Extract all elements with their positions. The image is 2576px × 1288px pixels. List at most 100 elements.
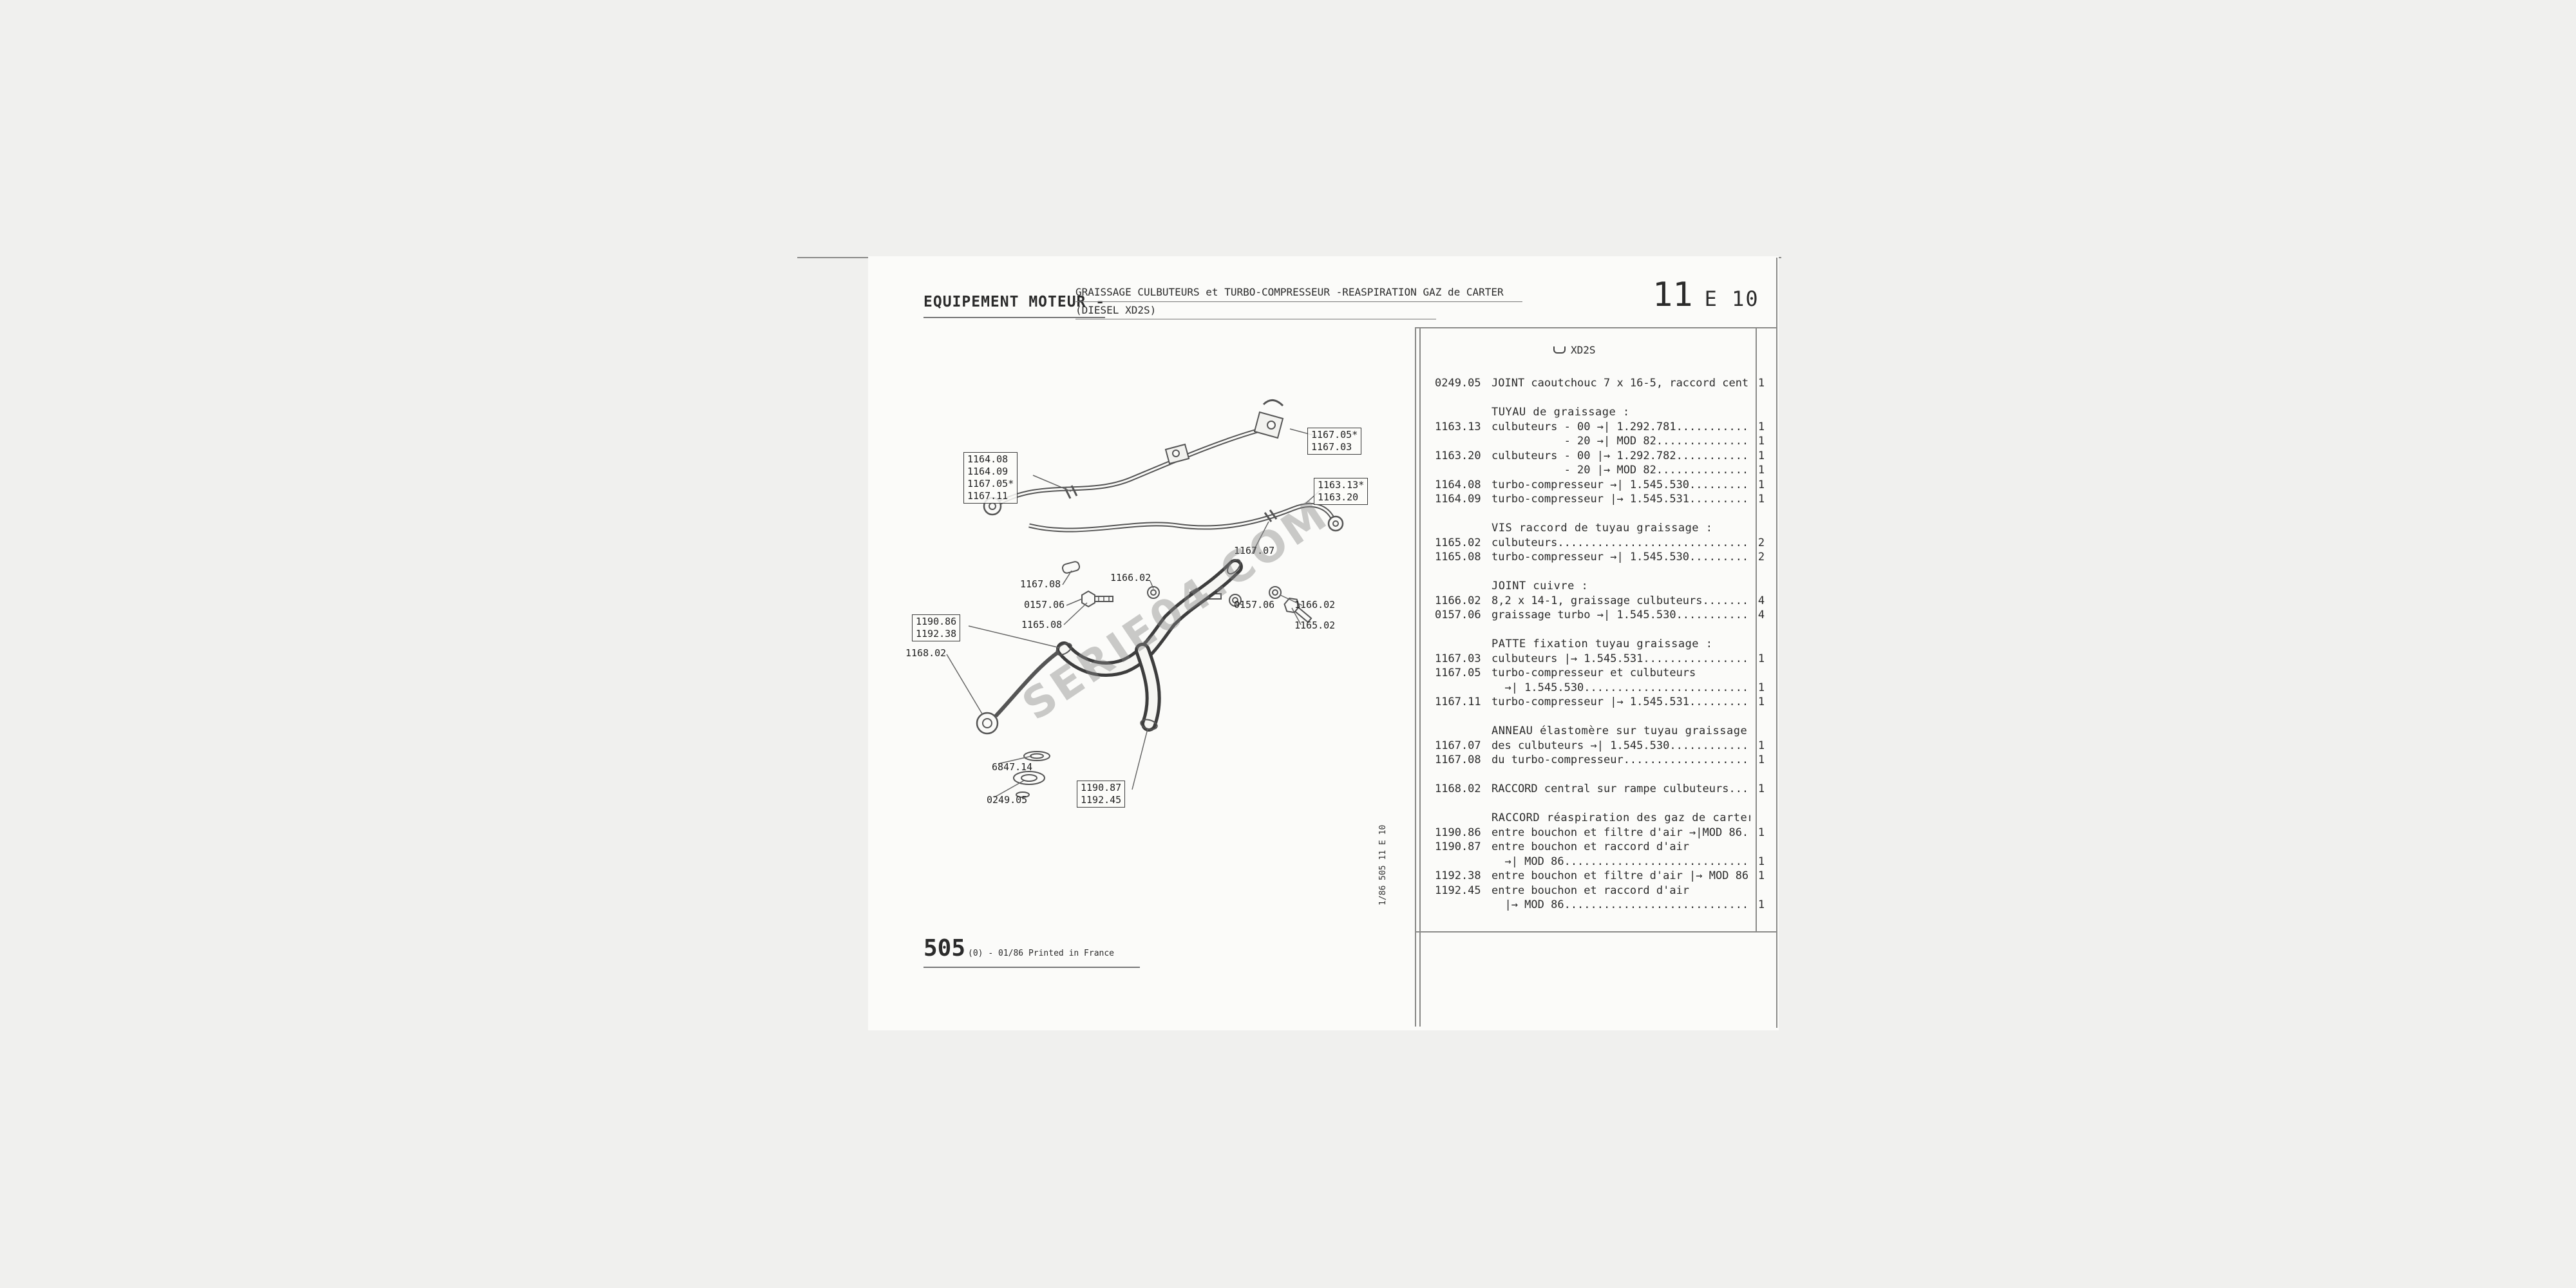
table-row: 1163.20 culbuteurs - 00 |→ 1.292.782....… [1435,449,1772,464]
part-callout-lines: 1167.07 [1234,545,1275,556]
page-code: E 10 [1704,287,1759,311]
part-callout: 1167.08 [1020,578,1061,591]
diagram-artwork [946,399,1344,798]
part-callout: 6847.14 [992,761,1032,773]
divider-bar-right [1419,327,1421,1027]
part-description [1492,565,1750,580]
part-reference: 1192.38 [1435,869,1481,882]
part-quantity: 1 [1757,420,1765,433]
part-reference: 1163.13 [1435,420,1481,433]
model-label: XD2S [1571,344,1596,356]
part-quantity [1750,666,1772,681]
table-row: 0157.06 graissage turbo →| 1.545.530....… [1435,608,1772,623]
part-description: turbo-compresseur →| 1.545.530..........… [1492,551,1750,564]
table-row: →| 1.545.530............................… [1435,681,1772,696]
part-reference [1435,521,1492,536]
part-callout: 1163.13*1163.20 [1314,478,1368,505]
part-quantity: 1 [1757,478,1765,491]
part-callout: 1166.02 [1294,599,1335,611]
table-row [1435,623,1772,638]
part-quantity: 1 [1757,652,1765,665]
part-description [1492,710,1750,724]
table-row [1435,507,1772,522]
part-reference [1435,710,1492,724]
part-reference [1435,434,1492,449]
table-row: 1190.86 entre bouchon et filtre d'air →|… [1435,826,1772,840]
part-quantity: 1 [1757,681,1765,694]
part-quantity [1750,565,1772,580]
table-row: - 20 →| MOD 82..........................… [1435,434,1772,449]
part-reference: 0249.05 [1435,377,1481,390]
part-reference [1435,811,1492,826]
part-description: →| 1.545.530............................… [1504,681,1750,694]
part-description: culbuteurs..............................… [1492,536,1750,549]
print-note: (0) - 01/86 Printed in France [968,949,1115,958]
part-quantity: 1 [1757,449,1765,462]
table-row: 1166.02 8,2 x 14-1, graissage culbuteurs… [1435,594,1772,609]
part-callout-lines: 1166.02 [1294,599,1336,611]
part-reference [1435,463,1492,478]
part-quantity: 1 [1757,826,1765,839]
part-callout: 1168.02 [905,647,946,659]
part-description: entre bouchon et raccord d'air [1492,840,1690,853]
table-row [1435,710,1772,724]
part-quantity [1750,405,1772,420]
table-row: RACCORD réaspiration des gaz de carter : [1435,811,1772,826]
table-row [1435,768,1772,782]
part-reference: 1167.11 [1435,696,1481,708]
table-row [1435,797,1772,811]
part-quantity: 1 [1757,493,1765,506]
part-reference: 0157.06 [1435,609,1481,621]
part-quantity: 1 [1757,869,1765,882]
table-row: ANNEAU élastomère sur tuyau graissage : [1435,724,1772,739]
part-reference [1435,565,1492,580]
part-callout-lines: 1167.05*1167.03 [1311,429,1358,453]
table-row: 0249.05 JOINT caoutchouc 7 x 16-5, racco… [1435,376,1772,391]
part-description: entre bouchon et filtre d'air →|MOD 86..… [1492,826,1750,839]
part-description [1492,623,1750,638]
table-row: JOINT cuivre : [1435,579,1772,594]
part-quantity: 2 [1757,551,1765,564]
part-callout: 1167.05*1167.03 [1307,428,1362,455]
part-reference: 1166.02 [1435,594,1481,607]
part-reference [1435,405,1492,420]
part-quantity: 1 [1757,696,1765,708]
part-reference: 1167.03 [1435,652,1481,665]
table-row: 1165.08 turbo-compresseur →| 1.545.530..… [1435,550,1772,565]
parts-table: XD2S 0249.05 JOINT caoutchouc 7 x 16-5, … [1430,328,1776,1030]
table-row: 1167.11 turbo-compresseur |→ 1.545.531..… [1435,695,1772,710]
section-title: EQUIPEMENT MOTEUR - [923,294,1106,318]
part-description [1492,797,1750,811]
table-row: 1167.03 culbuteurs |→ 1.545.531.........… [1435,652,1772,667]
table-row: TUYAU de graissage : [1435,405,1772,420]
part-quantity [1750,768,1772,782]
page-title-line2: (DIESEL XD2S) [1075,302,1436,319]
right-edge-rule [1776,258,1777,1028]
part-quantity [1750,724,1772,739]
part-description: culbuteurs - 00 →| 1.292.781............… [1492,420,1750,433]
table-row: 1167.05 turbo-compresseur et culbuteurs [1435,666,1772,681]
part-reference [1435,724,1492,739]
part-description: RACCORD réaspiration des gaz de carter : [1492,811,1750,824]
part-quantity [1750,579,1772,594]
part-callout-lines: 1165.02 [1294,620,1336,631]
page-number-value: 11 [1653,276,1693,314]
part-quantity: 2 [1757,536,1765,549]
part-quantity: 1 [1757,753,1765,766]
table-row [1435,391,1772,406]
part-description: turbo-compresseur |→ 1.545.531..........… [1492,493,1750,506]
table-row: VIS raccord de tuyau graissage : [1435,521,1772,536]
part-callout: 1165.02 [1294,620,1335,632]
table-row: 1164.08 turbo-compresseur →| 1.545.530..… [1435,478,1772,493]
part-description [1492,391,1750,406]
parts-table-rows: 0249.05 JOINT caoutchouc 7 x 16-5, racco… [1435,376,1772,913]
part-reference: 1190.87 [1435,840,1481,853]
part-quantity: 1 [1757,898,1765,911]
part-description: entre bouchon et raccord d'air [1492,884,1690,897]
qty-column-rule [1756,327,1757,933]
part-description: RACCORD central sur rampe culbuteurs....… [1492,782,1750,795]
